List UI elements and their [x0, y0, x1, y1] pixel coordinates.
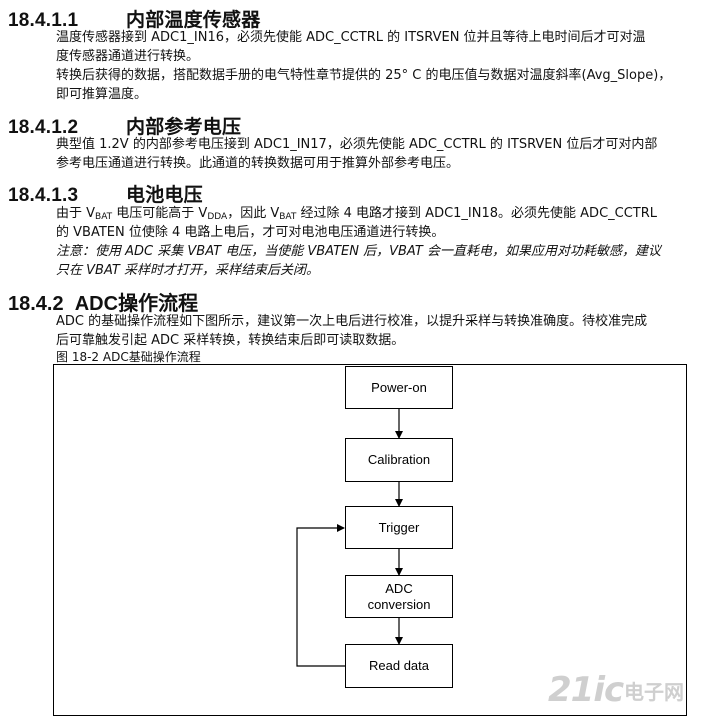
- section-number: 18.4.2: [8, 293, 64, 315]
- section-number: 18.4.1.3: [8, 185, 79, 206]
- paragraph-line: 转换后获得的数据，搭配数据手册的电气特性章节提供的 25° C 的电压值与数据对…: [56, 68, 672, 83]
- section-heading-adc-flow: 18.4.2 ADC操作流程: [8, 287, 198, 316]
- paragraph-line: 度传感器通道进行转换。: [56, 49, 200, 64]
- flow-box-adc-conversion: ADC conversion: [345, 575, 453, 618]
- paragraph-line: 的 VBATEN 位使除 4 电路上电后，才可对电池电压通道进行转换。: [56, 225, 445, 240]
- section-heading-temp-sensor: 18.4.1.1 内部温度传感器: [8, 5, 260, 32]
- section-title: ADC操作流程: [74, 293, 199, 315]
- watermark-text: 电子网: [624, 680, 684, 704]
- paragraph-line: 典型值 1.2V 的内部参考电压接到 ADC1_IN17，必须先使能 ADC_C…: [56, 137, 658, 152]
- section-number: 18.4.1.1: [8, 10, 79, 31]
- flow-box-label: conversion: [367, 596, 431, 612]
- figure-frame: [53, 364, 687, 716]
- text-run: 经过除 4 电路才接到 ADC1_IN18。必须先使能 ADC_CCTRL: [296, 206, 658, 221]
- flow-box-label: Calibration: [367, 452, 431, 467]
- watermark-text: 21ic: [548, 670, 624, 710]
- text-run: ，因此 V: [227, 206, 280, 221]
- paragraph-line: 后可靠触发引起 ADC 采样转换，转换结束后即可读取数据。: [56, 333, 405, 348]
- paragraph-line: 温度传感器接到 ADC1_IN16，必须先使能 ADC_CCTRL 的 ITSR…: [56, 30, 646, 45]
- section-number: 18.4.1.2: [8, 117, 79, 138]
- flow-box-label: Trigger: [378, 519, 420, 535]
- figure-caption: 图 18-2 ADC基础操作流程: [56, 350, 201, 364]
- section-title: 电池电压: [126, 185, 203, 206]
- paragraph-line: 由于 VBAT 电压可能高于 VDDA，因此 VBAT 经过除 4 电路才接到 …: [56, 204, 657, 227]
- flow-box-trigger: Trigger: [345, 506, 453, 549]
- watermark-logo: 21ic 电子网: [548, 670, 698, 714]
- paragraph-line: ADC 的基础操作流程如下图所示，建议第一次上电后进行校准，以提升采样与转换准确…: [56, 314, 648, 329]
- flow-box-power-on: Power-on: [345, 366, 453, 409]
- paragraph-line: 参考电压通道进行转换。此通道的转换数据可用于推算外部参考电压。: [56, 156, 460, 171]
- section-title: 内部温度传感器: [126, 10, 261, 31]
- subscript: BAT: [279, 212, 297, 222]
- paragraph-line: 即可推算温度。: [56, 87, 148, 102]
- text-run: 由于 V: [56, 206, 96, 221]
- text-run: 电压可能高于 V: [112, 206, 208, 221]
- note-line: 只在 VBAT 采样时才打开，采样结束后关闭。: [56, 263, 319, 278]
- note-line: 注意：使用 ADC 采集 VBAT 电压，当使能 VBATEN 后，VBAT 会…: [56, 244, 661, 259]
- flow-box-read-data: Read data: [345, 644, 453, 688]
- flow-box-calibration: Calibration: [345, 438, 453, 482]
- subscript: DDA: [207, 212, 228, 222]
- section-heading-internal-ref: 18.4.1.2 内部参考电压: [8, 112, 241, 139]
- flow-box-label: ADC: [385, 580, 413, 596]
- flow-box-label: Read data: [369, 658, 429, 673]
- section-heading-battery-voltage: 18.4.1.3 电池电压: [8, 180, 203, 207]
- subscript: BAT: [95, 212, 113, 222]
- section-title: 内部参考电压: [126, 117, 242, 138]
- flow-box-label: Power-on: [371, 379, 427, 395]
- loop-arrow-readdata-to-trigger: [296, 524, 346, 667]
